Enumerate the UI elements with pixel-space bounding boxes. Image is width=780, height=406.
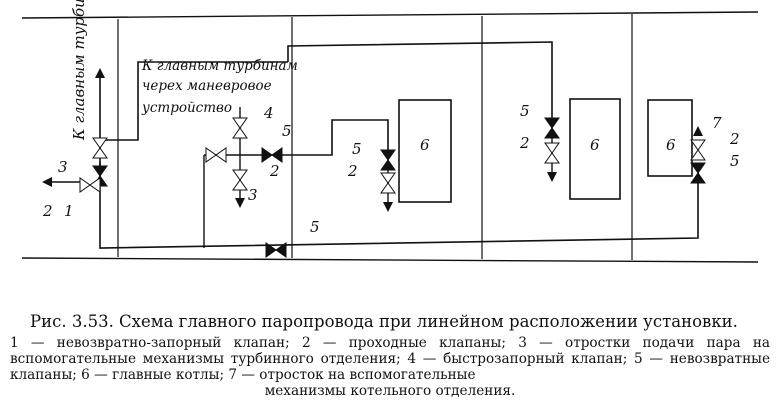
figure-caption: Рис. 3.53. Схема главного паропровода пр…: [10, 312, 770, 399]
arrow-up-turbines: [95, 68, 105, 78]
valve-2-left: [79, 177, 101, 193]
steam-pipeline-diagram: К главным турбинам К главным турбинам че…: [21, 0, 759, 263]
label-n6-boiler1: 6: [420, 136, 430, 154]
valve-2-boiler3: [690, 139, 706, 161]
label-n5-bottom: 5: [310, 218, 320, 236]
valve-4: [232, 117, 248, 139]
boiler-3: [647, 99, 693, 177]
valve-5-mid: [261, 147, 283, 163]
label-n5-boiler3: 5: [730, 152, 740, 170]
caption-body: 1 — невозвратно-запорный клапан; 2 — про…: [10, 335, 770, 383]
valve-left-aux: [205, 147, 227, 163]
label-n5-mid: 5: [282, 122, 292, 140]
upper-pipe: [287, 41, 553, 118]
valve-2-boiler2: [544, 142, 560, 164]
label-n5-boiler1: 5: [352, 140, 362, 158]
valve-5-bottom: [265, 242, 287, 258]
aux-branch-mid: [204, 119, 389, 156]
boiler-2: [569, 98, 621, 200]
valve-5-boiler1: [380, 149, 396, 171]
label-n1: 1: [64, 202, 74, 220]
main-pipe-line: [99, 162, 699, 249]
label-n2-boiler3: 2: [729, 130, 740, 148]
label-n6-boiler3: 6: [666, 136, 676, 154]
caption-last-line: механизмы котельного отделения.: [264, 383, 516, 399]
hull-top-line: [21, 11, 759, 19]
valve-5-boiler2: [544, 117, 560, 139]
label-n4: 4: [263, 104, 274, 122]
turbine-line: [100, 61, 288, 141]
arrow-down-boiler1: [383, 202, 393, 212]
label-n2-mid: 2: [269, 162, 280, 180]
caption-title: Рис. 3.53. Схема главного паропровода пр…: [30, 312, 738, 331]
arrow-down-boiler2: [547, 172, 557, 182]
label-n3-mid: 3: [248, 186, 258, 204]
arrow-down-3: [235, 198, 245, 208]
label-n5-boiler2: 5: [520, 102, 530, 120]
boiler-1: [398, 99, 452, 203]
hull-bottom-line: [21, 257, 759, 263]
label-to-turbines-2: черех маневровое: [142, 78, 272, 94]
arrow-left-branch: [42, 177, 80, 187]
label-to-turbines-vertical: К главным турбинам: [70, 0, 88, 141]
label-n7: 7: [712, 114, 722, 132]
label-to-turbines-1: К главным турбинам: [141, 58, 298, 74]
label-n6-boiler2: 6: [590, 136, 600, 154]
label-n2-left: 2: [42, 202, 53, 220]
label-n2-boiler2: 2: [519, 134, 530, 152]
valve-2-mid: [232, 169, 248, 191]
label-n3-left: 3: [58, 158, 68, 176]
valve-2-boiler1: [380, 172, 396, 194]
valve-5-boiler3: [690, 162, 706, 184]
valve-upper-turbine: [92, 137, 108, 159]
arrow-up-7: [693, 126, 703, 136]
label-n2-boiler1: 2: [347, 162, 358, 180]
label-to-turbines-3: устройство: [141, 100, 232, 116]
